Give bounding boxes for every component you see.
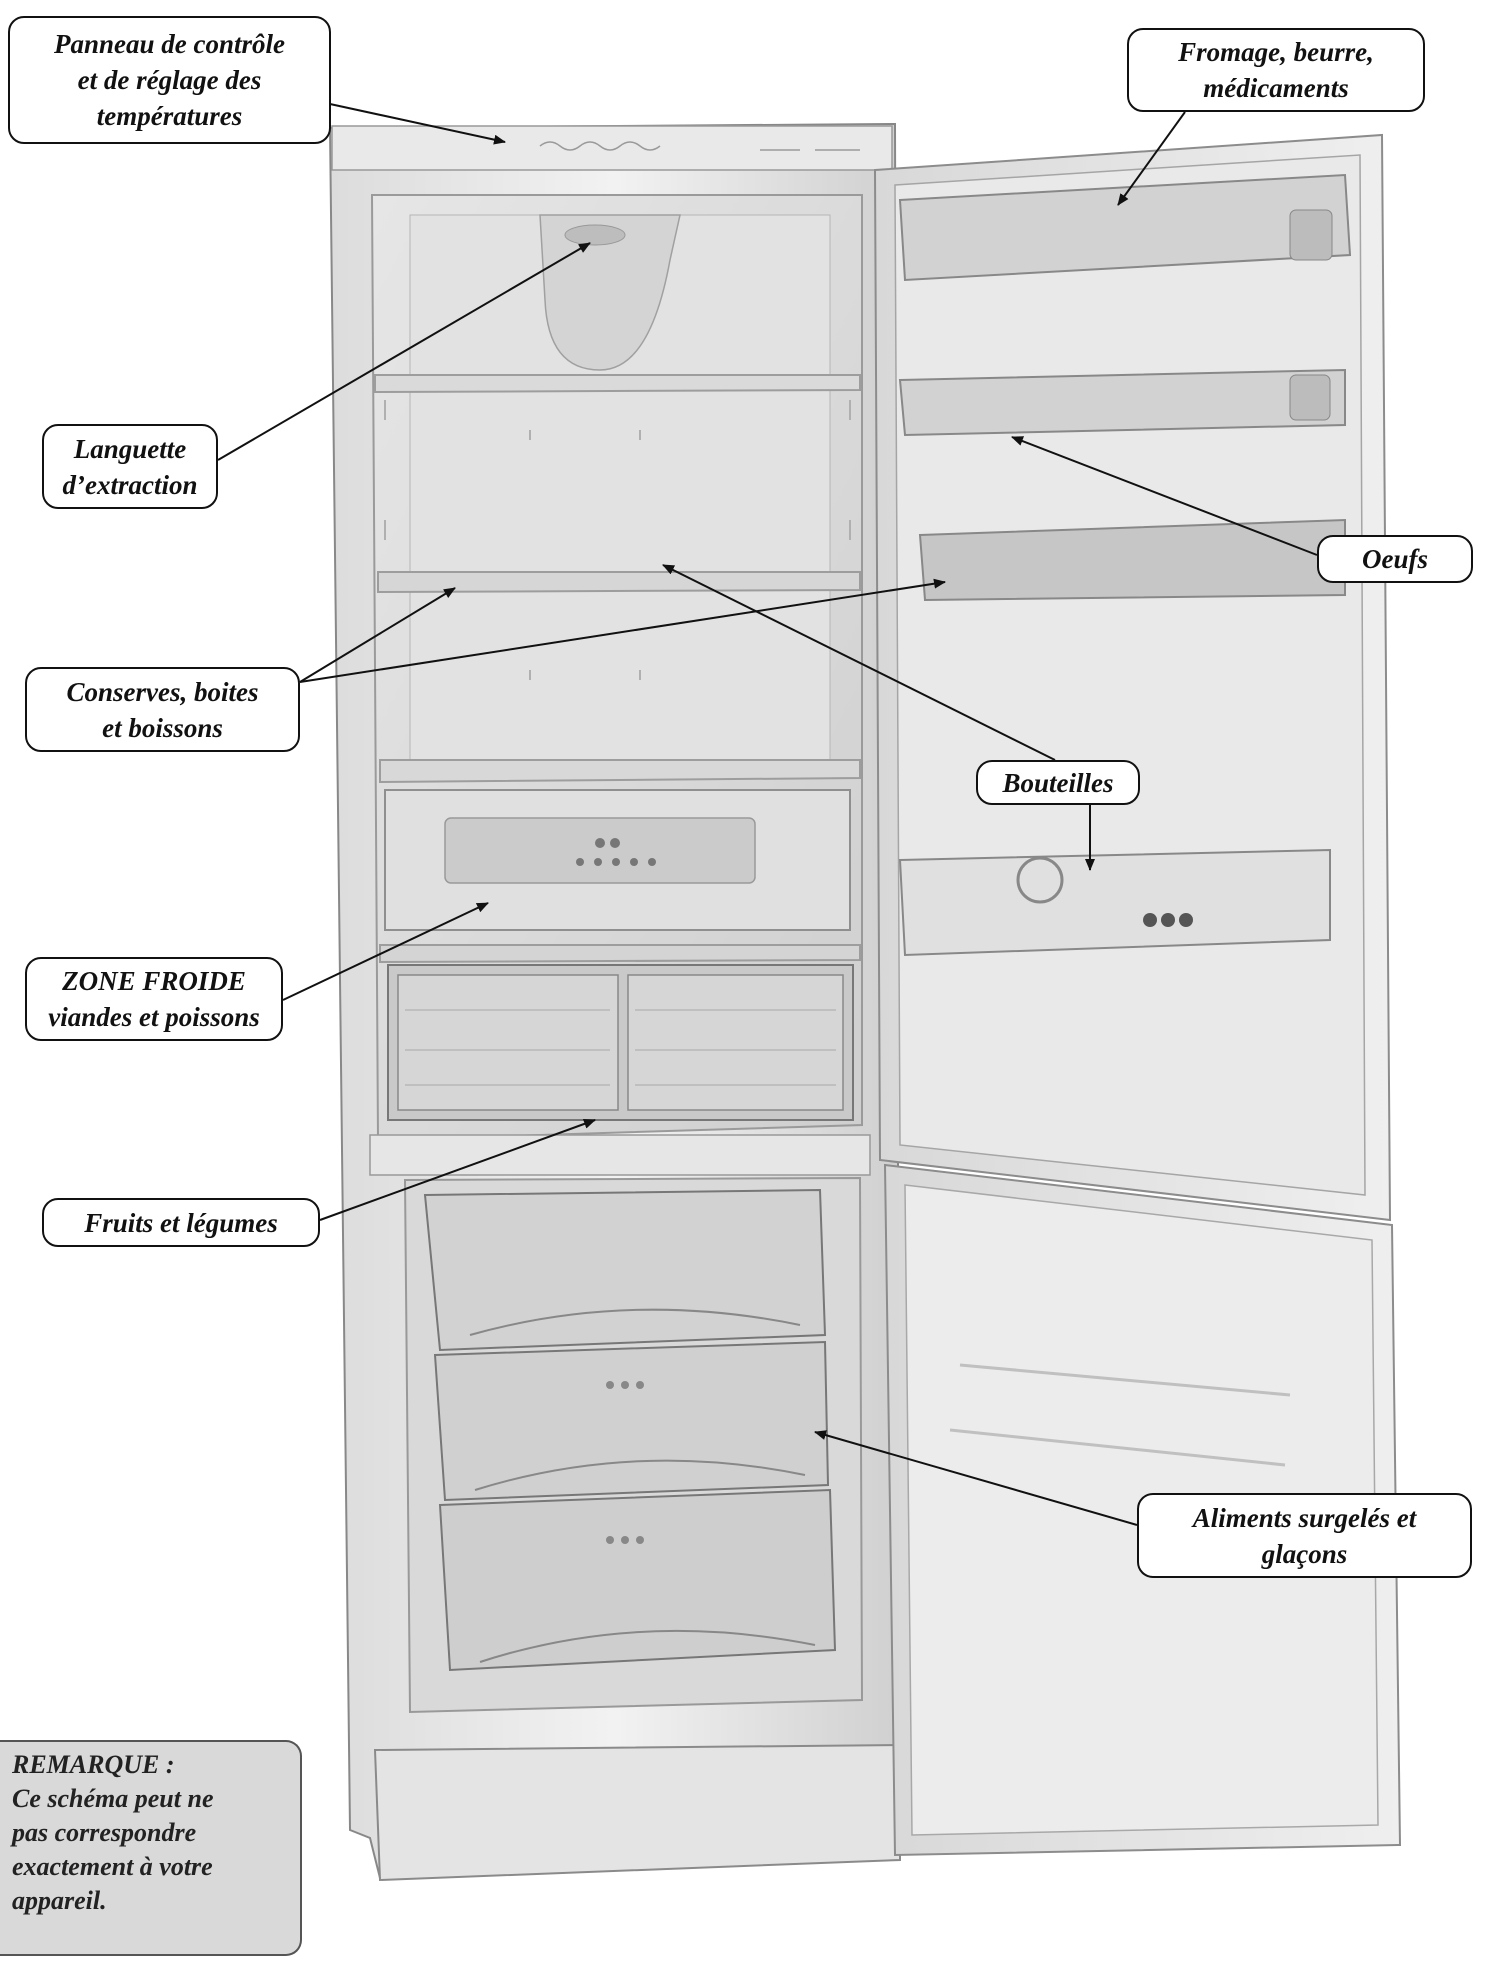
- callout-line: et boissons: [102, 712, 223, 743]
- door-egg-tray: [898, 368, 1346, 437]
- callout-line: températures: [96, 101, 243, 131]
- door-bottle-bin: [898, 848, 1331, 957]
- callout-eggs: Oeufs: [1317, 535, 1473, 583]
- cold-zone-drawer: [384, 789, 851, 931]
- door-can-shelf: [918, 518, 1346, 602]
- callout-line: ZONE FROIDE: [62, 966, 246, 996]
- callout-frozen: Aliments surgelés et glaçons: [1137, 1493, 1472, 1578]
- callout-line: Languette: [73, 433, 187, 464]
- callout-line: Fruits et légumes: [84, 1207, 278, 1238]
- callout-fruits: Fruits et légumes: [42, 1198, 320, 1247]
- remark-line: exactement à votre: [12, 1852, 213, 1881]
- callout-line: Aliments surgelés et: [1192, 1502, 1417, 1533]
- callout-line: Fromage, beurre,: [1178, 37, 1374, 67]
- remark-line: pas correspondre: [12, 1818, 197, 1847]
- callout-line: Conserves, boites: [66, 676, 259, 707]
- light-housing: [539, 214, 681, 371]
- control-panel-markings: [539, 141, 860, 151]
- callout-cold-zone: ZONE FROIDE viandes et poissons: [25, 957, 283, 1041]
- callout-line: Bouteilles: [1002, 767, 1114, 798]
- callout-line: médicaments: [1203, 73, 1349, 103]
- callout-line: glaçons: [1261, 1538, 1348, 1569]
- glass-shelves: [374, 374, 861, 964]
- callout-line: viandes et poissons: [48, 1002, 260, 1032]
- fridge-door: [873, 133, 1392, 1222]
- callout-control-panel: Panneau de contrôle et de réglage des te…: [8, 16, 331, 144]
- fridge-base: [373, 1743, 901, 1882]
- remark-title: REMARQUE :: [12, 1750, 175, 1779]
- callout-line: d’extraction: [62, 469, 198, 500]
- callout-line: Oeufs: [1362, 544, 1428, 574]
- remark-note: REMARQUE : Ce schéma peut ne pas corresp…: [0, 1740, 302, 1956]
- fridge-cabinet: [328, 122, 902, 1882]
- callout-extraction-tab: Languette d’extraction: [42, 424, 218, 509]
- callout-line: Panneau de contrôle: [53, 29, 285, 59]
- remark-line: appareil.: [12, 1886, 107, 1915]
- callout-line: et de réglage des: [77, 65, 262, 95]
- freezer-drawers: [423, 1188, 837, 1672]
- callout-bottles: Bouteilles: [976, 760, 1140, 805]
- callout-cans: Conserves, boites et boissons: [25, 667, 300, 752]
- door-bin-dairy: [898, 173, 1352, 282]
- remark-line: Ce schéma peut ne: [12, 1784, 214, 1813]
- vegetable-crispers: [387, 964, 854, 1121]
- callout-arrows: [217, 103, 1318, 1526]
- callout-dairy: Fromage, beurre, médicaments: [1127, 28, 1425, 112]
- control-panel-strip: [331, 125, 893, 171]
- extraction-tab: [564, 224, 626, 246]
